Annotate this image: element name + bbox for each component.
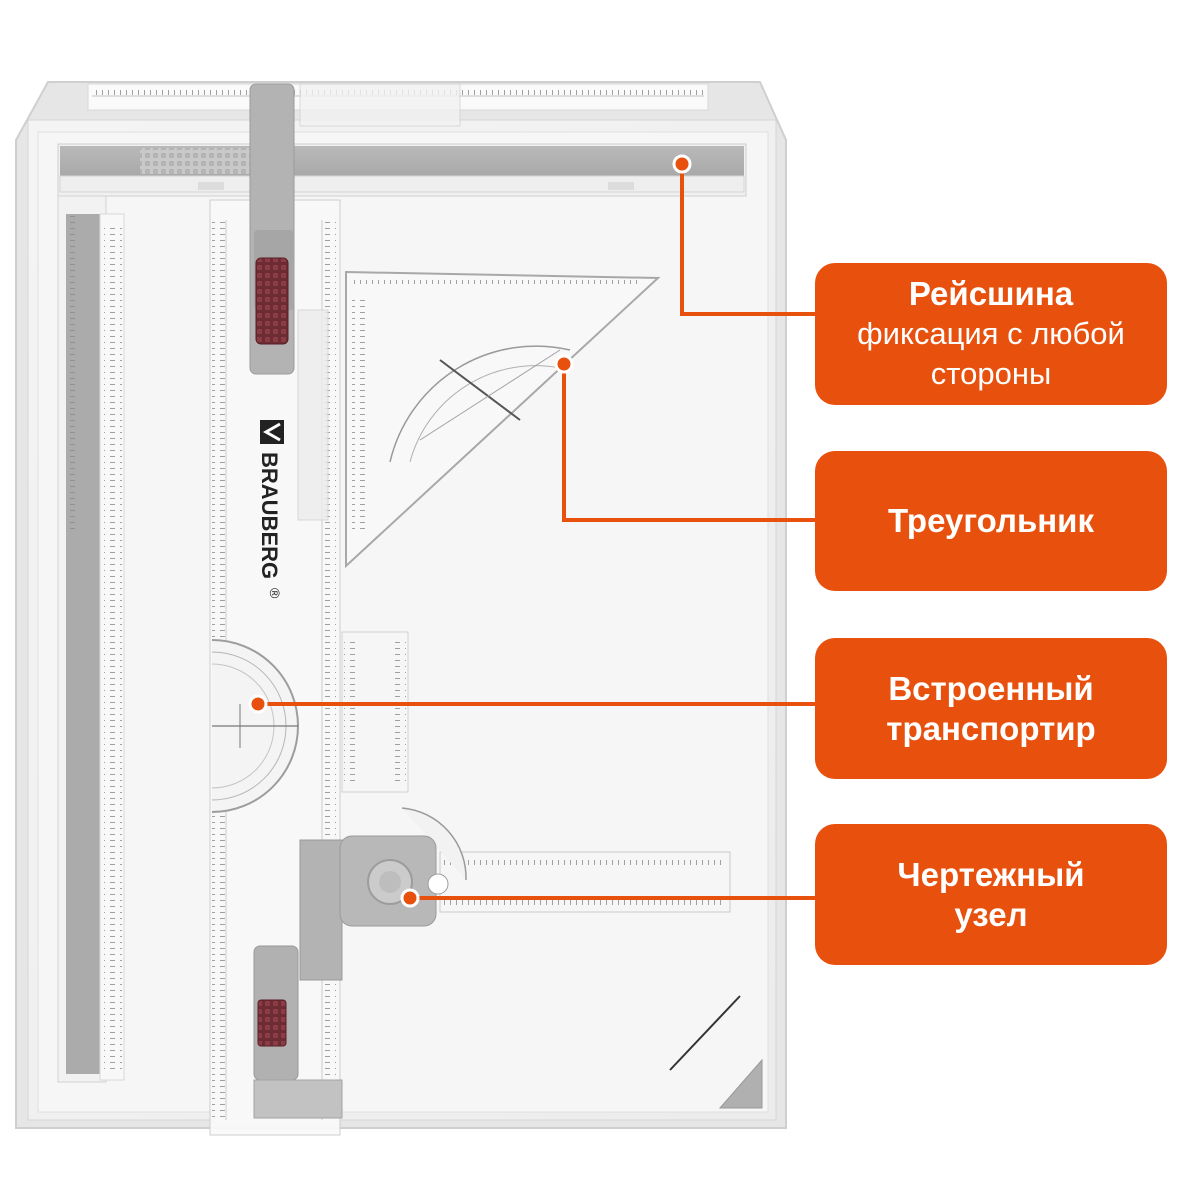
rail-carriage bbox=[249, 83, 295, 375]
callout-protractor: Встроенный транспортир bbox=[815, 638, 1167, 779]
bottom-slider bbox=[253, 945, 343, 1119]
callout-triangle-title: Треугольник bbox=[888, 502, 1094, 539]
small-vertical-scale bbox=[341, 631, 409, 793]
paper-corner-clip bbox=[669, 995, 763, 1109]
callout-protractor-title: Встроенный транспортир bbox=[886, 669, 1096, 747]
callout-drafting-head: Чертежный узел bbox=[815, 824, 1167, 965]
callout-rail-title: Рейсшина bbox=[908, 275, 1074, 312]
anchor-dot-protractor bbox=[248, 694, 268, 714]
left-scale-bar bbox=[57, 195, 125, 1083]
callout-drafting-head-title: Чертежный узел bbox=[897, 855, 1085, 933]
top-scale-strip bbox=[87, 83, 709, 127]
anchor-dot-rail bbox=[672, 154, 692, 174]
callout-triangle: Треугольник bbox=[815, 451, 1167, 591]
connector-triangle bbox=[562, 362, 822, 522]
brand-registered-mark: ® bbox=[267, 588, 283, 599]
callout-rail: Рейсшина фиксация с любой стороны bbox=[815, 263, 1167, 405]
brand-logo: BRAUBERG ® bbox=[257, 420, 284, 599]
parallel-rail bbox=[57, 143, 747, 197]
built-in-protractor bbox=[211, 639, 299, 813]
connector-rail bbox=[680, 162, 822, 316]
anchor-dot-drafting-head bbox=[400, 888, 420, 908]
drawing-board bbox=[15, 81, 787, 1129]
callout-anchor-dots bbox=[248, 154, 692, 908]
callout-rail-subtitle: фиксация с любой стороны bbox=[857, 316, 1125, 391]
brand-name: BRAUBERG bbox=[257, 452, 282, 579]
callout-connectors bbox=[256, 162, 822, 900]
anchor-dot-triangle bbox=[554, 354, 574, 374]
triangle-ruler bbox=[345, 270, 661, 569]
drafting-head bbox=[299, 807, 731, 981]
